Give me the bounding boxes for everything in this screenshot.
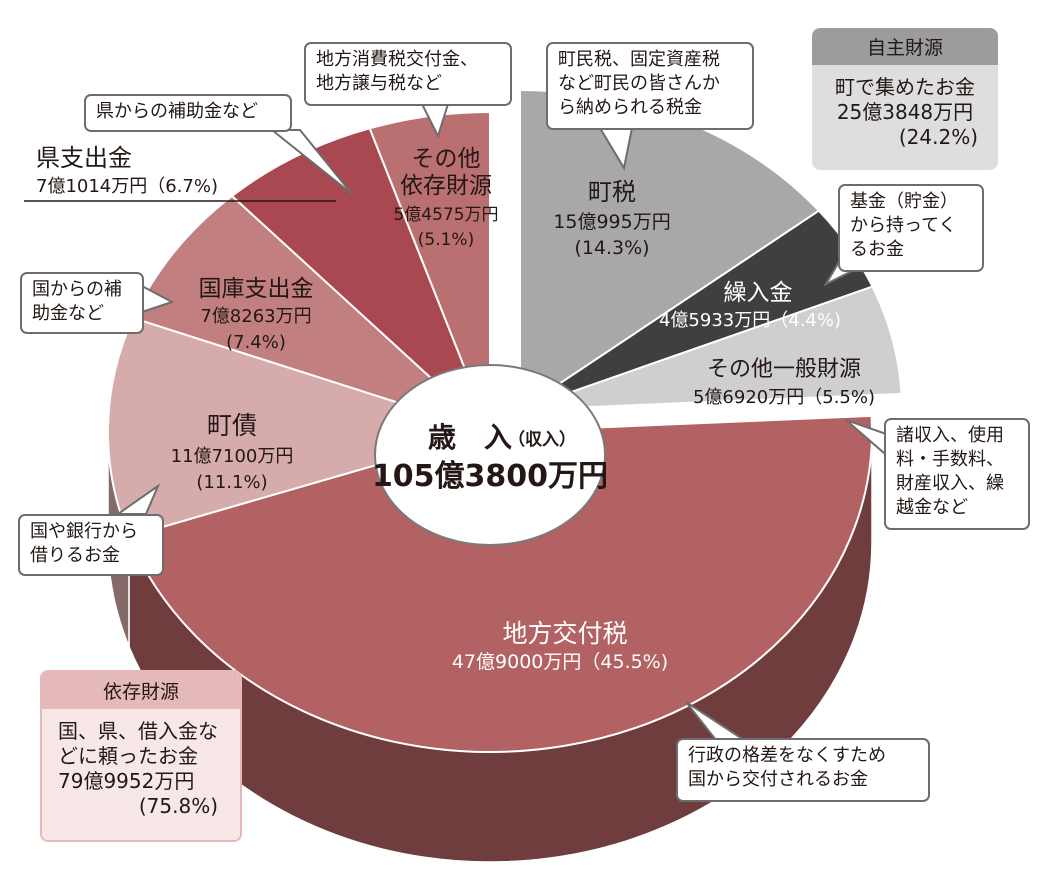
slice-name-line2: 依存財源 (400, 173, 492, 199)
pie-slice-sonota-ippan (519, 285, 903, 411)
group-izon-line: (75.8%) (138, 794, 218, 818)
callout-ken-hojo: 県からの補助金など (84, 94, 292, 132)
callout-line: 地方譲与税など (316, 73, 442, 94)
slice-amount-percent: 5億6920万円（5.5%) (693, 387, 875, 408)
group-jishu-body: 町で集めたお金 25億3848万円 (24.2%) (812, 65, 998, 170)
group-jishu-box: 自主財源 町で集めたお金 25億3848万円 (24.2%) (812, 28, 998, 170)
callout-line: 諸収入、使用 (896, 425, 1004, 446)
pie-slice-ken (230, 127, 491, 433)
slice-percent: (5.1%) (418, 230, 474, 250)
callout-chozei: 町民税、固定資産税 など町民の皆さんか ら納められる税金 (546, 42, 754, 130)
group-izon-title: 依存財源 (42, 672, 240, 709)
slice-name: 国庫支出金 (199, 276, 314, 302)
group-jishu-line: 町で集めたお金 (835, 75, 975, 99)
callout-line: 地方消費税交付金、 (316, 49, 478, 70)
slice-amount-percent: 47億9000万円（45.5%) (452, 651, 668, 673)
slice-percent: (14.3%) (574, 237, 649, 259)
callout-line: など町民の皆さんか (558, 73, 720, 94)
callout-line: るお金 (850, 239, 904, 260)
callout-kuni-hojo: 国からの補 助金など (20, 272, 144, 334)
slice-label-kofuzei: 地方交付税 47億9000万円（45.5%) (452, 619, 668, 673)
pie-slice-kofuzei (127, 414, 873, 753)
callout-kuniginko: 国や銀行から 借りるお金 (18, 514, 164, 576)
callout-shoshunyu: 諸収入、使用 料・手数料、 財産収入、繰 越金など (884, 418, 1030, 530)
slice-label-kokko: 国庫支出金 7億8263万円 (7.4%) (199, 276, 314, 353)
slice-percent: (11.1%) (196, 472, 267, 493)
callout-line: 町民税、固定資産税 (558, 49, 720, 70)
callout-kikin: 基金（貯金） から持ってく るお金 (838, 184, 984, 272)
center-total: 105億3800万円 (372, 459, 608, 494)
center-disc (374, 364, 606, 546)
slice-label-kuriire: 繰入金 4億5933万円（4.4%) (659, 280, 841, 331)
callout-line: 県からの補助金など (96, 101, 258, 122)
group-izon-box: 依存財源 国、県、借入金な どに頼ったお金 79億9952万円 (75.8%) (40, 670, 242, 842)
slice-amount: 15億995万円 (553, 211, 670, 233)
slice-label-chosai: 町債 11億7100万円 (11.1%) (171, 411, 294, 493)
slice-name: その他一般財源 (707, 357, 861, 382)
slice-percent: (7.4%) (226, 332, 286, 353)
callout-line: 国からの補 (32, 279, 122, 300)
callout-line: ら納められる税金 (558, 97, 702, 118)
callout-line: 財産収入、繰 (896, 473, 1004, 494)
slice-name: 県支出金 (36, 144, 132, 172)
callout-line: 料・手数料、 (896, 449, 1004, 470)
slice-amount: 11億7100万円 (171, 446, 294, 467)
callout-line: 国から交付されるお金 (688, 769, 868, 790)
center-title-sub: （収入） (508, 429, 576, 450)
group-jishu-title: 自主財源 (812, 28, 998, 65)
callout-line: 助金など (32, 303, 104, 324)
callout-line: 基金（貯金） (850, 191, 958, 212)
group-izon-line: 国、県、借入金な (58, 719, 218, 743)
slice-amount-percent: 7億1014万円（6.7%) (36, 176, 218, 197)
callout-line: 行政の格差をなくすため (688, 745, 886, 766)
slice-label-sonota-izon: その他 依存財源 5億4575万円 (5.1%) (393, 146, 498, 250)
slice-amount: 7億8263万円 (200, 306, 311, 327)
group-jishu-line: (24.2%) (898, 125, 978, 149)
slice-label-ken: 県支出金 7億1014万円（6.7%) (24, 144, 336, 202)
callout-chiho-shohi: 地方消費税交付金、 地方譲与税など (304, 42, 512, 106)
group-izon-line: どに頼ったお金 (58, 744, 198, 768)
slice-label-chozei: 町税 15億995万円 (14.3%) (553, 178, 670, 259)
slice-amount: 5億4575万円 (393, 205, 498, 225)
slice-name: 繰入金 (724, 280, 793, 306)
group-izon-line: 79億9952万円 (58, 769, 195, 793)
slice-amount-percent: 4億5933万円（4.4%) (659, 310, 841, 331)
group-izon-body: 国、県、借入金な どに頼ったお金 79億9952万円 (75.8%) (42, 709, 240, 840)
callout-line: 国や銀行から (30, 521, 138, 542)
callout-line: 借りるお金 (30, 545, 120, 566)
slice-label-sonota-ippan: その他一般財源 5億6920万円（5.5%) (693, 357, 875, 408)
callout-kofuzei: 行政の格差をなくすため 国から交付されるお金 (676, 738, 930, 802)
slice-name: 町税 (588, 178, 636, 206)
slice-name: 町債 (207, 411, 257, 440)
center-title: 歳 入 (428, 421, 512, 454)
slice-name: 地方交付税 (502, 619, 627, 648)
callout-line: 越金など (896, 497, 968, 518)
group-jishu-line: 25億3848万円 (836, 100, 974, 124)
slice-name-line1: その他 (412, 146, 481, 172)
callout-line: から持ってく (850, 215, 957, 236)
pie-slices (107, 88, 903, 753)
